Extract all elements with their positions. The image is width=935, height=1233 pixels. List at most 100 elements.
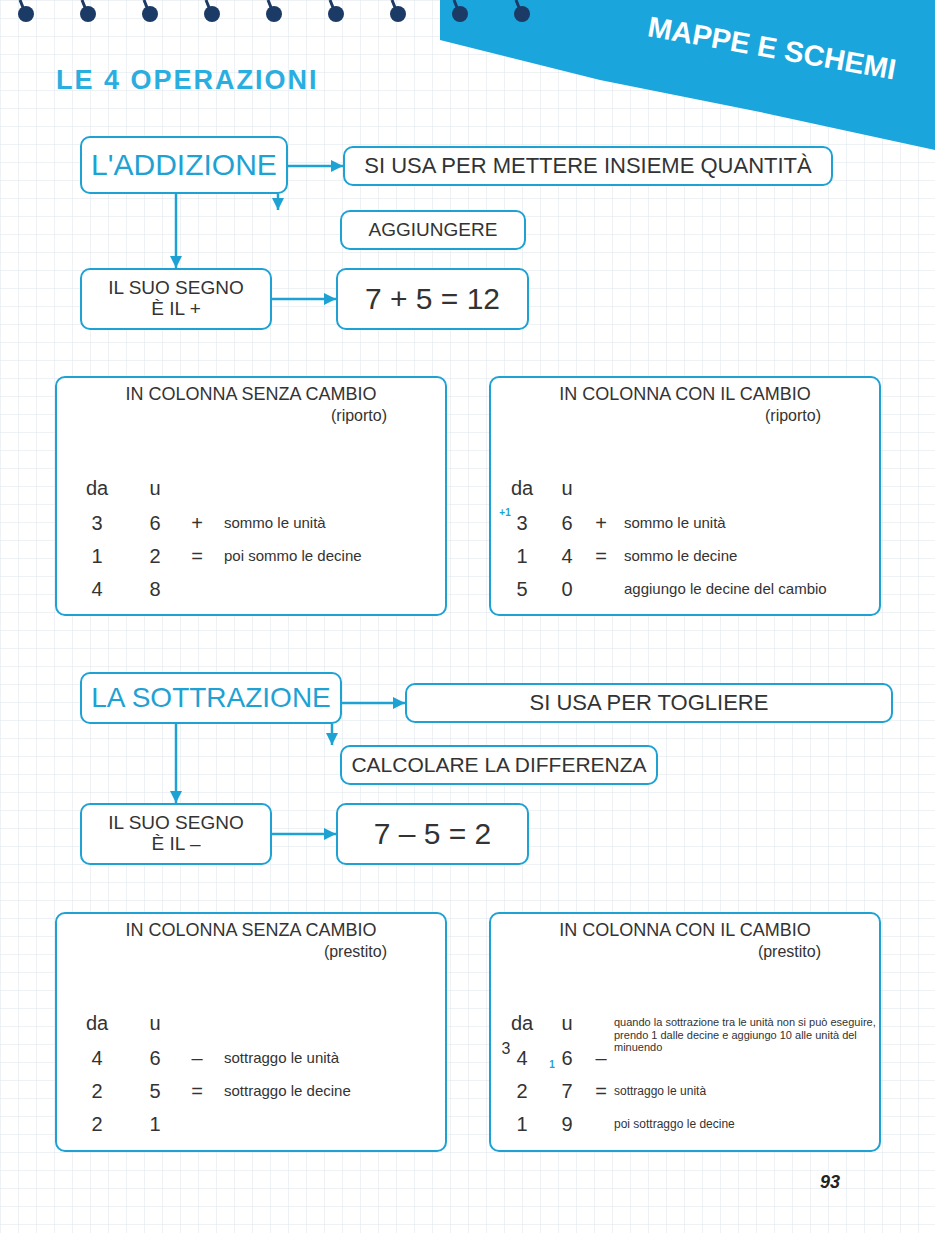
operator-sign: – — [590, 1040, 612, 1075]
concept-box: CALCOLARE LA DIFFERENZA — [340, 745, 658, 785]
operator-sign: = — [186, 1075, 208, 1107]
ring-hole — [18, 6, 34, 22]
step-note: poi sottraggo le decine — [614, 1107, 864, 1141]
digit-cell: 1 — [128, 1107, 182, 1141]
column-header: da — [498, 470, 546, 505]
digit-cell: 3 — [498, 505, 546, 540]
operator-sign: = — [186, 540, 208, 572]
ring-hole — [328, 6, 344, 22]
step-note: poi sommo le decine — [224, 540, 474, 572]
digit-cell: 1 — [66, 540, 128, 572]
panel-heading: IN COLONNA SENZA CAMBIO — [57, 914, 445, 942]
step-note: aggiungo le decine del cambio — [624, 572, 874, 606]
step-note: sottraggo le decine — [224, 1075, 474, 1107]
connector-arrow — [272, 833, 336, 836]
panel-subheading: (prestito) — [57, 942, 445, 961]
digit-cell: 0 — [546, 572, 588, 606]
ring-hole — [204, 6, 220, 22]
concept-box: IL SUO SEGNO È IL + — [80, 268, 272, 330]
box-text: CALCOLARE LA DIFFERENZA — [351, 752, 646, 777]
ring-hole — [142, 6, 158, 22]
panel-heading: IN COLONNA CON IL CAMBIO — [491, 378, 879, 406]
panel-heading: IN COLONNA SENZA CAMBIO — [57, 378, 445, 406]
digit-cell: 5 — [498, 572, 546, 606]
column-header: u — [546, 470, 588, 505]
concept-box: AGGIUNGERE — [340, 210, 526, 250]
method-panel: IN COLONNA SENZA CAMBIO(prestito) — [55, 912, 447, 1152]
operator-sign: = — [590, 540, 612, 572]
column-header: da — [498, 1005, 546, 1040]
digit-cell: 4 — [66, 1040, 128, 1075]
step-note: sommo le unità — [624, 505, 874, 540]
panel-subheading: (riporto) — [491, 406, 879, 425]
step-note: sottraggo le unità — [224, 1040, 474, 1075]
ring-hole — [514, 6, 530, 22]
digit-cell: 3 — [66, 505, 128, 540]
ring-hole — [452, 6, 468, 22]
column-header: da — [66, 1005, 128, 1040]
spiral-rings — [18, 0, 530, 22]
box-text: SI USA PER METTERE INSIEME QUANTITÀ — [364, 153, 811, 179]
digit-cell: 7 — [546, 1075, 588, 1107]
operator-sign: + — [186, 505, 208, 540]
borrow-mark: 3 — [500, 1040, 512, 1058]
ring-hole — [266, 6, 282, 22]
operator-sign: = — [590, 1075, 612, 1107]
digit-cell: 1 — [498, 1107, 546, 1141]
step-note: sommo le decine — [624, 540, 874, 572]
panel-subheading: (riporto) — [57, 406, 445, 425]
step-note: sommo le unità — [224, 505, 474, 540]
digit-cell: 4 — [66, 572, 128, 606]
borrow-mark: 1 — [547, 1058, 557, 1072]
ring-hole — [80, 6, 96, 22]
operator-sign: – — [186, 1040, 208, 1075]
topic-box: LA SOTTRAZIONE — [80, 672, 342, 724]
concept-box: 7 + 5 = 12 — [336, 268, 529, 330]
connector-arrow — [342, 702, 405, 705]
topic-box: L'ADDIZIONE — [80, 136, 288, 194]
digit-cell: 5 — [128, 1075, 182, 1107]
column-header: u — [128, 470, 182, 505]
page-title: LE 4 OPERAZIONI — [56, 62, 319, 98]
box-text: 7 + 5 = 12 — [365, 281, 500, 317]
operator-sign: + — [590, 505, 612, 540]
digit-cell: 2 — [66, 1107, 128, 1141]
digit-cell: 8 — [128, 572, 182, 606]
box-text: LA SOTTRAZIONE — [91, 681, 331, 715]
digit-cell: 6 — [128, 505, 182, 540]
column-header: u — [546, 1005, 588, 1040]
digit-cell: 4 — [546, 540, 588, 572]
box-text: IL SUO SEGNO È IL – — [101, 813, 251, 855]
digit-cell: 1 — [498, 540, 546, 572]
connector-arrow — [331, 724, 334, 745]
column-header: u — [128, 1005, 182, 1040]
concept-box: SI USA PER TOGLIERE — [405, 683, 893, 723]
concept-box: SI USA PER METTERE INSIEME QUANTITÀ — [343, 146, 833, 186]
concept-box: 7 – 5 = 2 — [336, 803, 529, 865]
carry-mark: +1 — [497, 506, 513, 520]
column-header: da — [66, 470, 128, 505]
digit-cell: 6 — [546, 1040, 588, 1075]
connector-arrow — [277, 194, 280, 210]
digit-cell: 2 — [66, 1075, 128, 1107]
box-text: IL SUO SEGNO È IL + — [101, 278, 251, 320]
digit-cell: 4 — [498, 1040, 546, 1075]
concept-box: IL SUO SEGNO È IL – — [80, 803, 272, 865]
digit-cell: 9 — [546, 1107, 588, 1141]
box-text: SI USA PER TOGLIERE — [530, 690, 769, 716]
digit-cell: 2 — [128, 540, 182, 572]
connector-arrow — [288, 165, 343, 168]
digit-cell: 6 — [546, 505, 588, 540]
page-number: 93 — [800, 1170, 860, 1196]
digit-cell: 2 — [498, 1075, 546, 1107]
connector-arrow — [175, 194, 178, 268]
method-panel: IN COLONNA SENZA CAMBIO(riporto) — [55, 376, 447, 616]
box-text: 7 – 5 = 2 — [374, 816, 492, 852]
box-text: AGGIUNGERE — [369, 219, 498, 242]
step-note: quando la sottrazione tra le unità non s… — [614, 1008, 876, 1062]
banner-title: MAPPE E SCHEMI — [611, 0, 934, 97]
connector-arrow — [175, 724, 178, 803]
